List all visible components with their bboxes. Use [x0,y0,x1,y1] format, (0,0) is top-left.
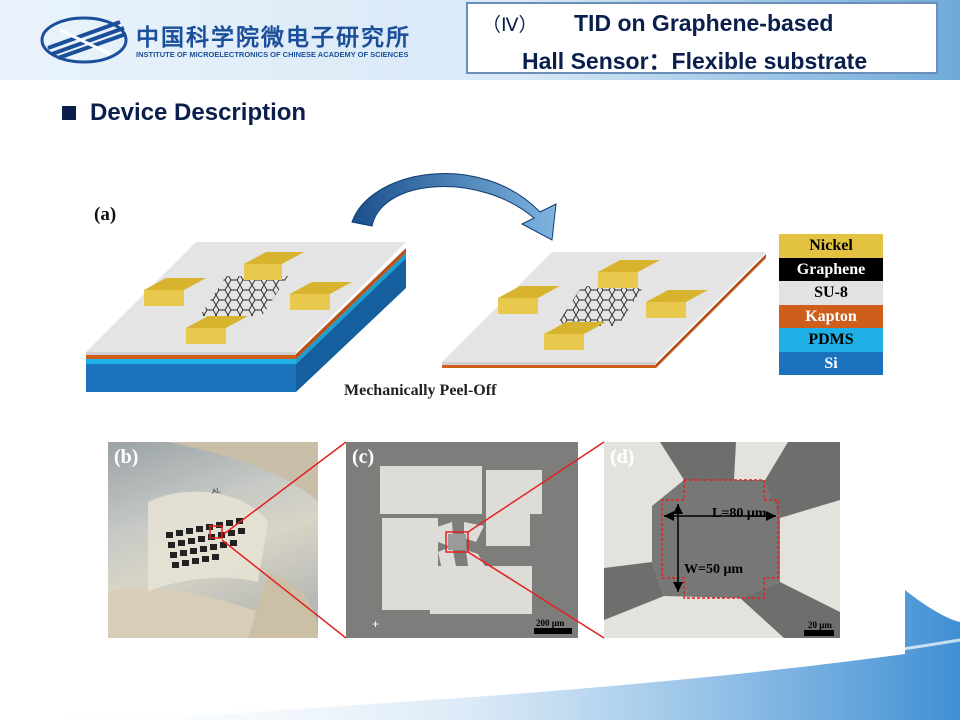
legend-row-pdms: PDMS [779,328,883,352]
zoom-box-c [445,531,469,553]
logo-text-english: INSTITUTE OF MICROELECTRONICS OF CHINESE… [136,50,409,59]
title-line-2: Hall Sensor：Flexible substrate [522,48,868,74]
bullet-square-icon [62,106,76,120]
logo-text-chinese: 中国科学院微电子研究所 [136,25,411,51]
device-peeled-flexible [442,252,766,368]
institute-emblem-icon [40,16,128,64]
section-heading: Device Description [90,99,307,126]
slide-title-box: （Ⅳ） TID on Graphene-based Hall Sensor：Fl… [466,2,938,74]
device-on-si-wafer [86,242,406,392]
peel-off-arrow-icon [351,173,557,241]
photo-b-label: (b) [114,446,139,468]
width-label: W=50 μm [684,562,744,577]
institute-logo: 中国科学院微电子研究所 INSTITUTE OF MICROELECTRONIC… [40,8,409,68]
title-numeral: （Ⅳ） [482,14,538,36]
title-line-1: TID on Graphene-based [574,10,834,36]
layer-legend: Nickel Graphene SU-8 Kapton PDMS Si [779,234,883,375]
legend-row-kapton: Kapton [779,304,883,328]
photo-c-label: (c) [352,446,375,468]
length-label: L=80 μm [712,506,767,521]
zoom-box-b [209,525,223,539]
legend-row-nickel: Nickel [779,234,883,258]
legend-row-si: Si [779,351,883,375]
photo-d-label: (d) [610,446,635,468]
peel-off-caption: Mechanically Peel-Off [344,382,497,399]
figure-a-label: (a) [94,204,117,225]
legend-row-graphene: Graphene [779,257,883,281]
legend-row-su8: SU-8 [779,281,883,305]
